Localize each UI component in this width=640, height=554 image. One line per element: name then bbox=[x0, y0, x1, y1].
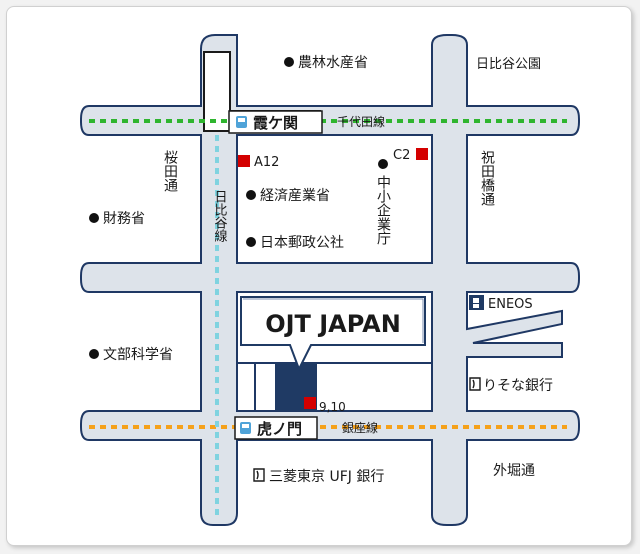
sotobori-street-label: 外堀通 bbox=[493, 463, 535, 479]
place-mext-label: 文部科学省 bbox=[103, 347, 173, 363]
place-dot bbox=[246, 237, 256, 247]
exit-c2: C2 bbox=[393, 148, 428, 163]
exit-marker bbox=[238, 155, 250, 167]
gas-station-icon bbox=[469, 295, 484, 310]
road-network bbox=[80, 34, 580, 526]
place-japan-post: 日本郵政公社 bbox=[246, 235, 344, 251]
place-meti-label: 経済産業省 bbox=[260, 188, 330, 204]
exit-9-10-label: 9,10 bbox=[319, 400, 346, 414]
station-icon bbox=[236, 116, 247, 128]
place-mof: 財務省 bbox=[89, 211, 145, 227]
place-eneos-label: ENEOS bbox=[488, 297, 533, 312]
toranomon-station: 虎ノ門 bbox=[234, 416, 318, 440]
station-icon bbox=[240, 422, 251, 434]
company-block-outline bbox=[236, 362, 433, 412]
exit-a12-label: A12 bbox=[254, 155, 279, 170]
place-japan-post-label: 日本郵政公社 bbox=[260, 235, 344, 251]
ginza-line-label: 銀座線 bbox=[342, 420, 378, 435]
place-mext: 文部科学省 bbox=[89, 347, 173, 363]
place-resona-label: りそな銀行 bbox=[483, 378, 553, 394]
callout-bubble bbox=[240, 296, 426, 372]
place-mof-label: 財務省 bbox=[103, 211, 145, 227]
place-dot bbox=[378, 159, 388, 169]
place-hibiya-park-label: 日比谷公園 bbox=[476, 57, 541, 72]
place-sme-label: 中小企業庁 bbox=[375, 175, 391, 245]
place-dot bbox=[89, 349, 99, 359]
bank-icon bbox=[469, 377, 481, 391]
place-dot bbox=[284, 57, 294, 67]
place-meti: 経済産業省 bbox=[246, 188, 330, 204]
callout-inner-line bbox=[243, 298, 424, 343]
station-box bbox=[228, 110, 323, 134]
kasumigaseki-station: 霞ケ関 bbox=[228, 110, 323, 134]
bank-icon bbox=[253, 468, 265, 482]
place-dot bbox=[246, 190, 256, 200]
place-resona: りそな銀行 bbox=[469, 377, 553, 394]
subway-lines bbox=[89, 119, 567, 519]
place-norin: 農林水産省 bbox=[284, 55, 368, 71]
map-frame: 霞ケ関 虎ノ門 千代田線 銀座線 日比谷線 桜田通 祝田橋通 外堀通 農林水産省… bbox=[6, 6, 632, 546]
company-name: OJT JAPAN bbox=[265, 310, 401, 338]
exit-9-10: 9,10 bbox=[304, 397, 346, 414]
company-callout: OJT JAPAN bbox=[240, 296, 426, 372]
place-sme: 中小企業庁 bbox=[375, 159, 391, 245]
station-kasumigaseki-label: 霞ケ関 bbox=[253, 114, 298, 132]
station-box bbox=[234, 416, 318, 440]
station-toranomon-label: 虎ノ門 bbox=[257, 420, 302, 438]
hibiya-line-label: 日比谷線 bbox=[212, 190, 228, 242]
place-mufg-label: 三菱東京 UFJ 銀行 bbox=[269, 469, 384, 485]
exit-marker bbox=[304, 397, 316, 409]
place-mufg: 三菱東京 UFJ 銀行 bbox=[253, 468, 384, 485]
place-dot bbox=[89, 213, 99, 223]
place-eneos: ENEOS bbox=[469, 295, 533, 312]
exit-c2-label: C2 bbox=[393, 148, 410, 163]
exit-marker bbox=[416, 148, 428, 160]
sakurada-street-label: 桜田通 bbox=[162, 150, 178, 193]
exit-a12: A12 bbox=[238, 155, 279, 170]
iwaibashi-street-label: 祝田橋通 bbox=[479, 150, 495, 207]
access-map: 霞ケ関 虎ノ門 千代田線 銀座線 日比谷線 桜田通 祝田橋通 外堀通 農林水産省… bbox=[80, 34, 580, 526]
chiyoda-line-label: 千代田線 bbox=[337, 114, 385, 129]
place-norin-label: 農林水産省 bbox=[298, 55, 368, 71]
